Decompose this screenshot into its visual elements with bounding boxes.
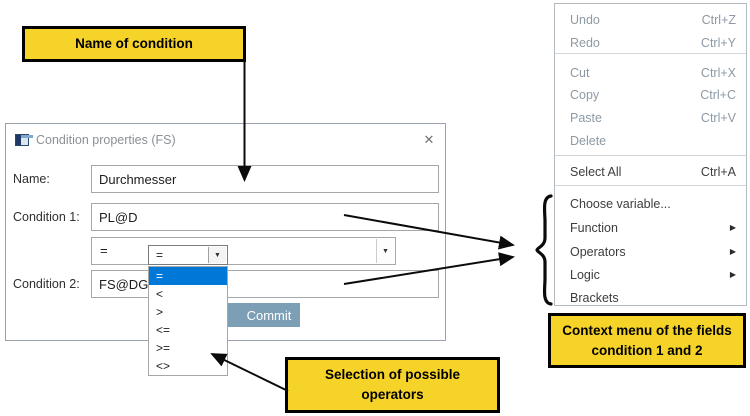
shortcut-copy: Ctrl+C bbox=[700, 87, 736, 102]
condition2-input[interactable] bbox=[91, 270, 439, 298]
menu-item-paste: Paste Ctrl+V bbox=[570, 110, 736, 125]
submenu-arrow-icon: ▶ bbox=[729, 270, 736, 279]
operator-dropdown-list: = < > <= >= <> bbox=[148, 266, 228, 376]
menu-item-operators[interactable]: Operators ▶ bbox=[570, 244, 736, 259]
context-menu: Undo Ctrl+Z Redo Ctrl+Y Cut Ctrl+X Copy … bbox=[554, 3, 747, 306]
operator-option-less[interactable]: < bbox=[156, 287, 164, 301]
operator-combobox[interactable]: = ▼ bbox=[91, 237, 396, 265]
window-icon bbox=[15, 134, 33, 146]
condition1-input[interactable] bbox=[91, 203, 439, 231]
callout-name-of-condition: Name of condition bbox=[22, 26, 246, 62]
menu-item-brackets[interactable]: Brackets bbox=[570, 290, 619, 305]
menu-item-copy: Copy Ctrl+C bbox=[570, 87, 736, 102]
condition1-label: Condition 1: bbox=[13, 210, 80, 224]
callout-selection-of-operators: Selection of possible operators bbox=[285, 357, 500, 413]
menu-item-logic[interactable]: Logic ▶ bbox=[570, 267, 736, 282]
shortcut-cut: Ctrl+X bbox=[700, 65, 736, 80]
operator-combobox-value: = bbox=[100, 243, 108, 258]
dialog-title: Condition properties (FS) bbox=[36, 133, 176, 147]
menu-item-select-all[interactable]: Select All Ctrl+A bbox=[570, 164, 736, 179]
condition2-label: Condition 2: bbox=[13, 277, 80, 291]
operator-option-greater-equal[interactable]: >= bbox=[156, 341, 171, 355]
operator-option-equal[interactable]: = bbox=[149, 267, 227, 285]
submenu-arrow-icon: ▶ bbox=[729, 223, 736, 232]
shortcut-redo: Ctrl+Y bbox=[700, 35, 736, 50]
operator-option-greater[interactable]: > bbox=[156, 305, 164, 319]
menu-separator bbox=[555, 185, 746, 186]
menu-item-delete: Delete bbox=[570, 133, 607, 148]
callout-context-menu-note: Context menu of the fields condition 1 a… bbox=[548, 313, 746, 368]
menu-item-function[interactable]: Function ▶ bbox=[570, 220, 736, 235]
dialog-titlebar[interactable]: Condition properties (FS) ✕ bbox=[6, 124, 445, 156]
submenu-arrow-icon: ▶ bbox=[729, 247, 736, 256]
menu-item-redo: Redo Ctrl+Y bbox=[570, 35, 736, 50]
operator-option-less-equal[interactable]: <= bbox=[156, 323, 171, 337]
menu-separator bbox=[555, 53, 746, 54]
menu-separator bbox=[555, 155, 746, 156]
operator-combobox-open-value: = bbox=[156, 248, 164, 262]
shortcut-undo: Ctrl+Z bbox=[701, 12, 736, 27]
close-icon[interactable]: ✕ bbox=[423, 132, 435, 147]
shortcut-paste: Ctrl+V bbox=[700, 110, 736, 125]
name-input[interactable] bbox=[91, 165, 439, 193]
menu-item-choose-variable[interactable]: Choose variable... bbox=[570, 196, 671, 211]
curly-brace bbox=[535, 194, 553, 306]
chevron-down-icon[interactable]: ▼ bbox=[208, 247, 226, 263]
menu-item-cut: Cut Ctrl+X bbox=[570, 65, 736, 80]
operator-combobox-open[interactable]: = ▼ bbox=[148, 245, 228, 265]
shortcut-select-all: Ctrl+A bbox=[700, 164, 736, 179]
name-label: Name: bbox=[13, 172, 50, 186]
chevron-down-icon[interactable]: ▼ bbox=[376, 239, 394, 263]
commit-button[interactable]: Commit bbox=[238, 303, 300, 327]
operator-option-not-equal[interactable]: <> bbox=[156, 359, 171, 373]
menu-item-undo: Undo Ctrl+Z bbox=[570, 12, 736, 27]
